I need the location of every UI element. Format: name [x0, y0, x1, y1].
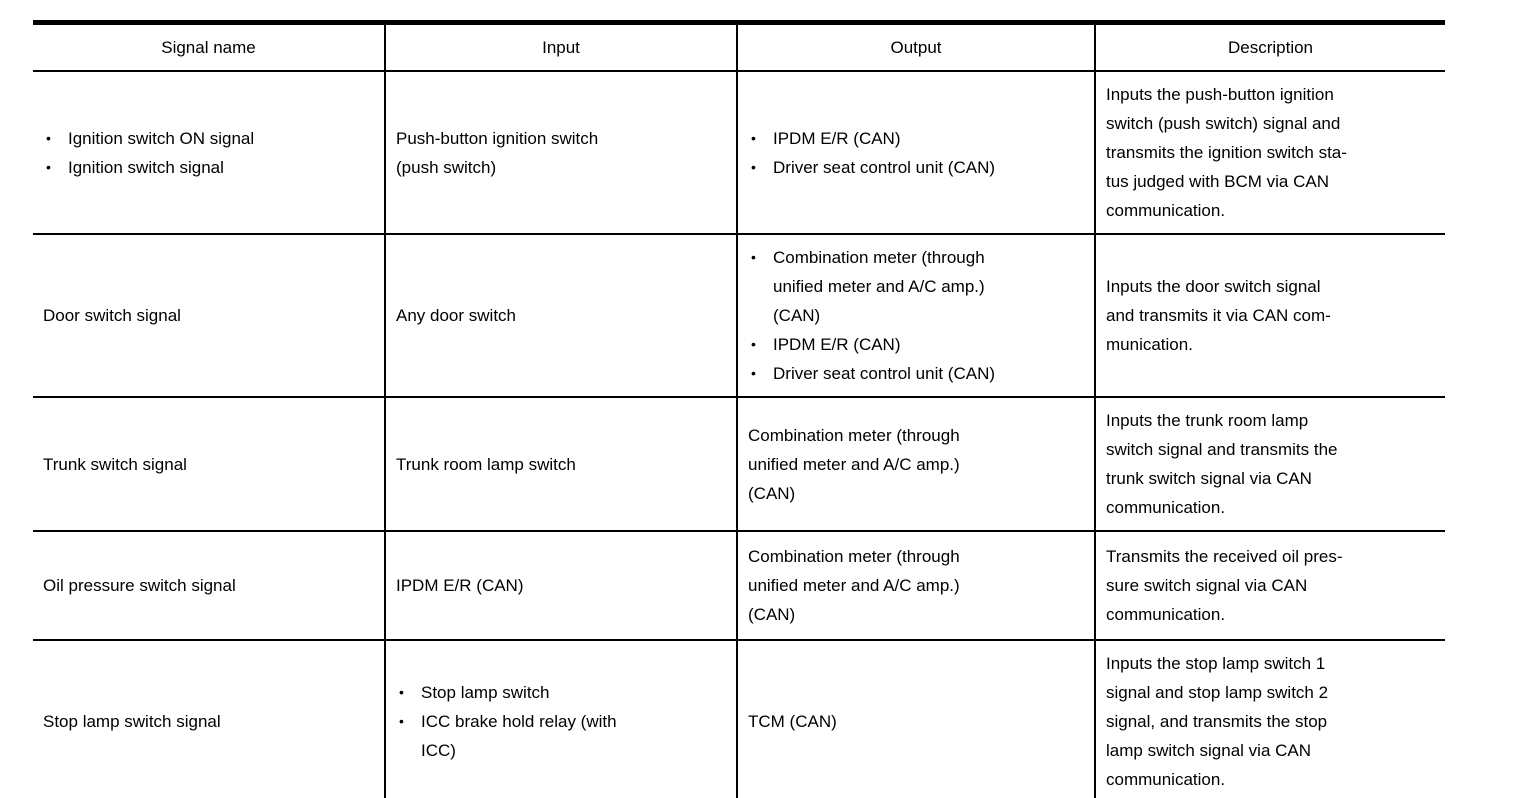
- bullet-item-text: Ignition switch ON signal: [68, 128, 255, 148]
- bullet-icon: •: [751, 365, 756, 381]
- bullet-item: • Driver seat control unit (CAN): [748, 359, 1084, 388]
- cell-text: Any door switch: [396, 306, 516, 325]
- signal-name-cell: Door switch signal: [33, 234, 385, 398]
- table-row: • Ignition switch ON signal • Ignition s…: [33, 71, 1445, 235]
- table-row: Oil pressure switch signal IPDM E/R (CAN…: [33, 531, 1445, 641]
- table-row: Door switch signal Any door switch • Com…: [33, 234, 1445, 398]
- header-signal-name: Signal name: [33, 22, 385, 72]
- output-cell: Combination meter (through unified meter…: [736, 531, 1095, 641]
- description-cell: Inputs the trunk room lamp switch signal…: [1094, 397, 1445, 532]
- cell-text: Inputs the stop lamp switch 1 signal and…: [1106, 654, 1329, 789]
- cell-text: Inputs the push-button ignition switch (…: [1106, 85, 1347, 220]
- bullet-icon: •: [751, 249, 756, 265]
- cell-text: Transmits the received oil pres- sure sw…: [1106, 547, 1343, 624]
- bullet-list: • IPDM E/R (CAN) • Driver seat control u…: [748, 124, 1084, 182]
- cell-text: Combination meter (through unified meter…: [748, 547, 960, 624]
- output-cell: • IPDM E/R (CAN) • Driver seat control u…: [736, 71, 1095, 235]
- bullet-item-text: Driver seat control unit (CAN): [773, 157, 996, 177]
- bullet-icon: •: [751, 336, 756, 352]
- bullet-item-text: ICC brake hold relay (with ICC): [421, 712, 617, 760]
- description-cell: Inputs the push-button ignition switch (…: [1094, 71, 1445, 235]
- bullet-item: • IPDM E/R (CAN): [748, 330, 1084, 359]
- header-row: Signal name Input Output Description: [33, 22, 1445, 72]
- header-description: Description: [1094, 22, 1445, 72]
- cell-text: Trunk switch signal: [43, 454, 187, 474]
- cell-text: Push-button ignition switch (push switch…: [396, 128, 599, 177]
- description-cell: Inputs the door switch signal and transm…: [1094, 234, 1445, 398]
- output-cell: • Combination meter (through unified met…: [736, 234, 1095, 398]
- bullet-icon: •: [751, 129, 756, 146]
- bullet-icon: •: [46, 158, 51, 175]
- cell-text: IPDM E/R (CAN): [396, 576, 524, 595]
- header-input: Input: [384, 22, 737, 72]
- bullet-icon: •: [399, 684, 404, 700]
- bullet-item-text: IPDM E/R (CAN): [773, 335, 901, 354]
- table-row: Trunk switch signal Trunk room lamp swit…: [33, 397, 1445, 532]
- signal-name-cell: • Ignition switch ON signal • Ignition s…: [33, 71, 385, 235]
- bullet-icon: •: [46, 129, 51, 146]
- cell-text: Inputs the door switch signal and transm…: [1106, 277, 1331, 354]
- input-cell: IPDM E/R (CAN): [384, 531, 737, 641]
- signal-name-cell: Stop lamp switch signal: [33, 640, 385, 798]
- bullet-item: • Ignition switch ON signal: [43, 124, 374, 153]
- bullet-icon: •: [399, 713, 404, 729]
- output-cell: TCM (CAN): [736, 640, 1095, 798]
- table-row: Stop lamp switch signal • Stop lamp swit…: [33, 640, 1445, 798]
- bullet-item-text: Stop lamp switch: [421, 683, 550, 702]
- input-cell: • Stop lamp switch • ICC brake hold rela…: [384, 640, 737, 798]
- bullet-item-text: Driver seat control unit (CAN): [773, 364, 996, 383]
- signal-name-cell: Trunk switch signal: [33, 397, 385, 532]
- bullet-item: • Driver seat control unit (CAN): [748, 153, 1084, 182]
- bullet-list: • Ignition switch ON signal • Ignition s…: [43, 124, 374, 182]
- header-output: Output: [736, 22, 1095, 72]
- bullet-item: • Ignition switch signal: [43, 153, 374, 182]
- cell-text: Oil pressure switch signal: [43, 576, 236, 595]
- description-cell: Inputs the stop lamp switch 1 signal and…: [1094, 640, 1445, 798]
- signals-table: Signal name Input Output Description • I…: [33, 20, 1445, 798]
- bullet-item: • ICC brake hold relay (with ICC): [396, 707, 726, 765]
- input-cell: Trunk room lamp switch: [384, 397, 737, 532]
- bullet-item-text: IPDM E/R (CAN): [773, 128, 901, 148]
- output-cell: Combination meter (through unified meter…: [736, 397, 1095, 532]
- cell-text: Inputs the trunk room lamp switch signal…: [1106, 411, 1338, 517]
- bullet-item: • Combination meter (through unified met…: [748, 243, 1084, 330]
- bullet-item: • IPDM E/R (CAN): [748, 124, 1084, 153]
- bullet-list: • Combination meter (through unified met…: [748, 243, 1084, 388]
- description-cell: Transmits the received oil pres- sure sw…: [1094, 531, 1445, 641]
- bullet-item-text: Combination meter (through unified meter…: [773, 248, 985, 325]
- cell-text: Door switch signal: [43, 306, 181, 325]
- cell-text: TCM (CAN): [748, 712, 837, 731]
- signal-name-cell: Oil pressure switch signal: [33, 531, 385, 641]
- cell-text: Stop lamp switch signal: [43, 712, 221, 731]
- cell-text: Combination meter (through unified meter…: [748, 425, 960, 503]
- cell-text: Trunk room lamp switch: [396, 454, 576, 474]
- input-cell: Any door switch: [384, 234, 737, 398]
- bullet-item-text: Ignition switch signal: [68, 157, 224, 177]
- input-cell: Push-button ignition switch (push switch…: [384, 71, 737, 235]
- bullet-item: • Stop lamp switch: [396, 678, 726, 707]
- bullet-icon: •: [751, 158, 756, 175]
- bullet-list: • Stop lamp switch • ICC brake hold rela…: [396, 678, 726, 765]
